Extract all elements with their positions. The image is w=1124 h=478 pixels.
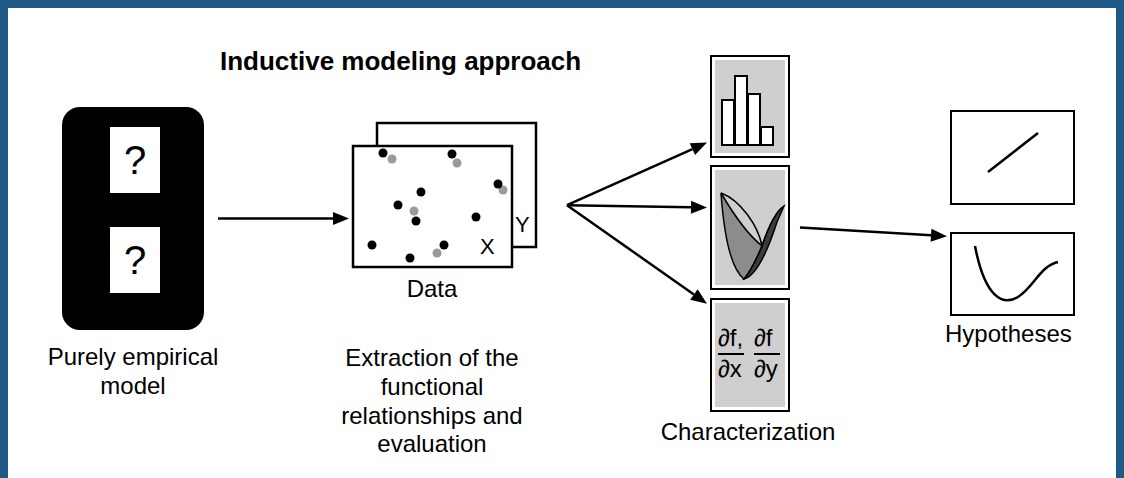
flow-arrow: [800, 228, 947, 242]
fraction-denominator: ∂x: [718, 357, 742, 381]
diagram-title: Inductive modeling approach: [220, 46, 581, 77]
arrowhead: [690, 143, 707, 155]
data-plot: DataExtraction of the functional relatio…: [352, 122, 537, 268]
flow-arrow: [218, 212, 349, 225]
frame-bar: [1116, 0, 1124, 478]
arrowhead: [691, 201, 707, 214]
question-mark: ?: [110, 127, 160, 193]
axis-label: Y: [515, 214, 530, 236]
arrow-line: [567, 205, 694, 294]
arrow-line: [800, 228, 931, 236]
node-caption: Extraction of the functional relationshi…: [327, 344, 537, 459]
fraction-denominator: ∂y: [754, 357, 778, 381]
histogram: [722, 76, 773, 145]
frame-bar: [0, 0, 1124, 8]
grey-ground: [715, 60, 785, 153]
fraction-numerator: ∂f,: [718, 326, 743, 350]
surface-plot: [721, 193, 784, 279]
frame-bar: [0, 0, 8, 478]
derivative-box: ∂f, ∂x ∂f ∂y: [710, 298, 790, 412]
column-caption: Characterization: [638, 418, 858, 447]
arrowhead: [690, 289, 707, 304]
grey-ground: [715, 170, 785, 285]
arrow-line: [567, 205, 691, 207]
grey-ground: [715, 303, 785, 407]
column-caption: Hypotheses: [945, 320, 1072, 349]
question-mark: ?: [110, 227, 160, 293]
data-points: [368, 149, 508, 263]
node-caption: Data: [352, 275, 512, 304]
flow-arrow: [567, 205, 707, 303]
unknown-box: ?: [108, 125, 162, 195]
hypothesis-box: [950, 232, 1075, 316]
histogram-box: [710, 55, 790, 158]
flow-arrow: [567, 201, 707, 214]
arrowhead: [931, 229, 947, 242]
front-sheet: [353, 146, 512, 267]
node-caption: Purely empirical model: [43, 343, 223, 401]
unknown-box: ?: [108, 225, 162, 295]
model-box: Purely empirical model??: [62, 107, 204, 330]
axis-label: X: [480, 236, 495, 258]
flow-arrow: [567, 143, 707, 206]
arrowhead: [333, 212, 349, 225]
linear-curve: [988, 133, 1038, 172]
arrow-line: [567, 149, 692, 205]
u-curve: [975, 246, 1058, 300]
hypothesis-box: [950, 110, 1075, 205]
fraction-numerator: ∂f: [754, 326, 773, 350]
fraction-bar: [754, 353, 780, 355]
arrow-line: [218, 217, 333, 220]
fraction-bar: [718, 353, 744, 355]
surface-box: [710, 165, 790, 290]
